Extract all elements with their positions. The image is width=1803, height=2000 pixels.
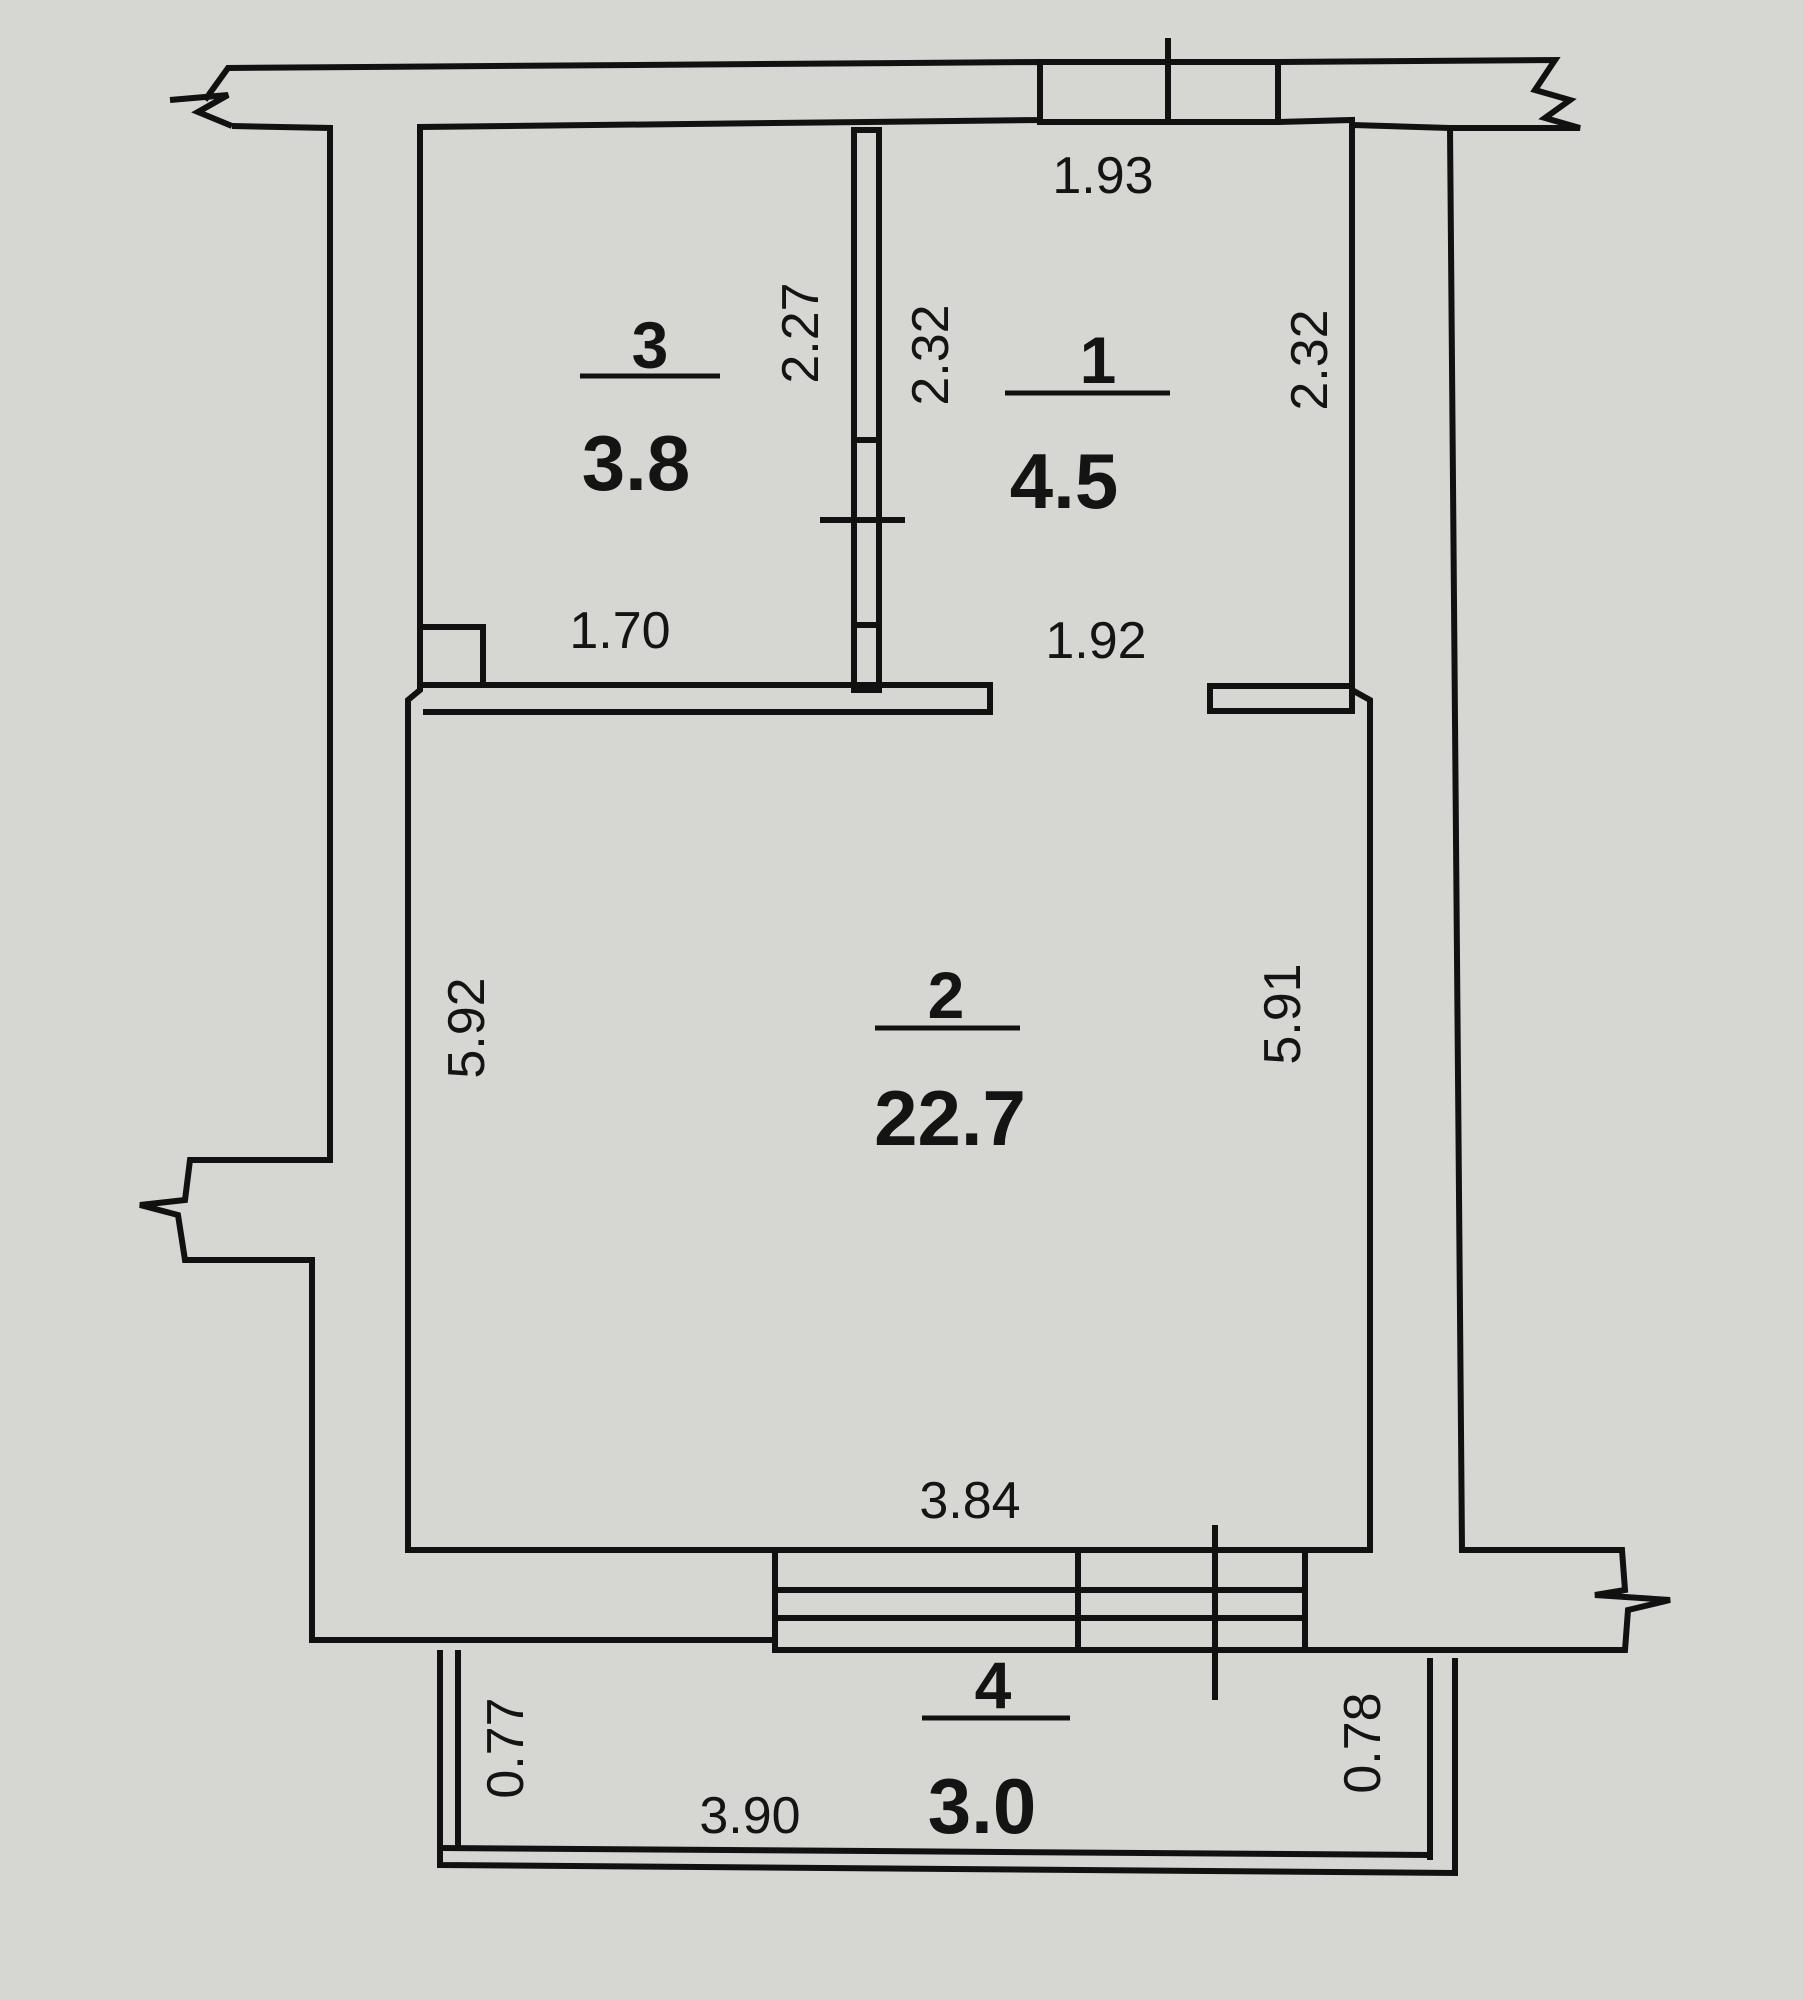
dim-room2-bottom: 3.84 [919,1472,1020,1530]
top-break-left [169,92,234,129]
dim-room2-left: 5.92 [438,977,496,1078]
dim-balcony-right: 0.78 [1334,1692,1392,1793]
outer-wall-left [139,123,775,1643]
partition-horizontal-right [1207,683,1355,714]
dim-room3-bottom: 1.70 [569,602,670,660]
room1-number: 1 [1080,323,1117,397]
partition-3-1 [851,127,882,688]
room3-area: 3.8 [582,419,690,507]
room1-area: 4.5 [1010,437,1118,525]
room4-number: 4 [975,1648,1012,1722]
dim-room1-bottom: 1.92 [1045,612,1146,670]
dim-room1-left: 2.32 [902,304,960,405]
balcony-door [772,1547,1308,1653]
dim-room1-top: 1.93 [1052,147,1153,205]
door-gap-3-1 [851,437,882,628]
walls [139,38,1671,1877]
label-underlines [580,373,1170,1721]
outer-wall-top-right [1277,56,1581,131]
window-top [1037,59,1281,125]
dim-room2-right: 5.91 [1254,963,1312,1064]
dim-room1-right: 2.32 [1281,309,1339,410]
dim-balcony-bottom: 3.90 [699,1787,800,1845]
balcony-railing [437,1650,1458,1877]
room3-number: 3 [632,308,669,382]
outer-wall-right [1305,127,1671,1653]
balcony-railing-inner-bottom [439,1845,1431,1858]
partition-horizontal-left [423,682,993,715]
room2-number: 2 [928,958,965,1032]
niche-room3 [423,624,486,685]
dim-room3-right: 2.27 [772,282,830,383]
inner-wall-right [1305,125,1373,1553]
room2-area: 22.7 [874,1074,1026,1162]
dim-balcony-left: 0.77 [477,1697,535,1798]
room4-area: 3.0 [928,1762,1036,1850]
inner-wall-left [405,130,775,1553]
